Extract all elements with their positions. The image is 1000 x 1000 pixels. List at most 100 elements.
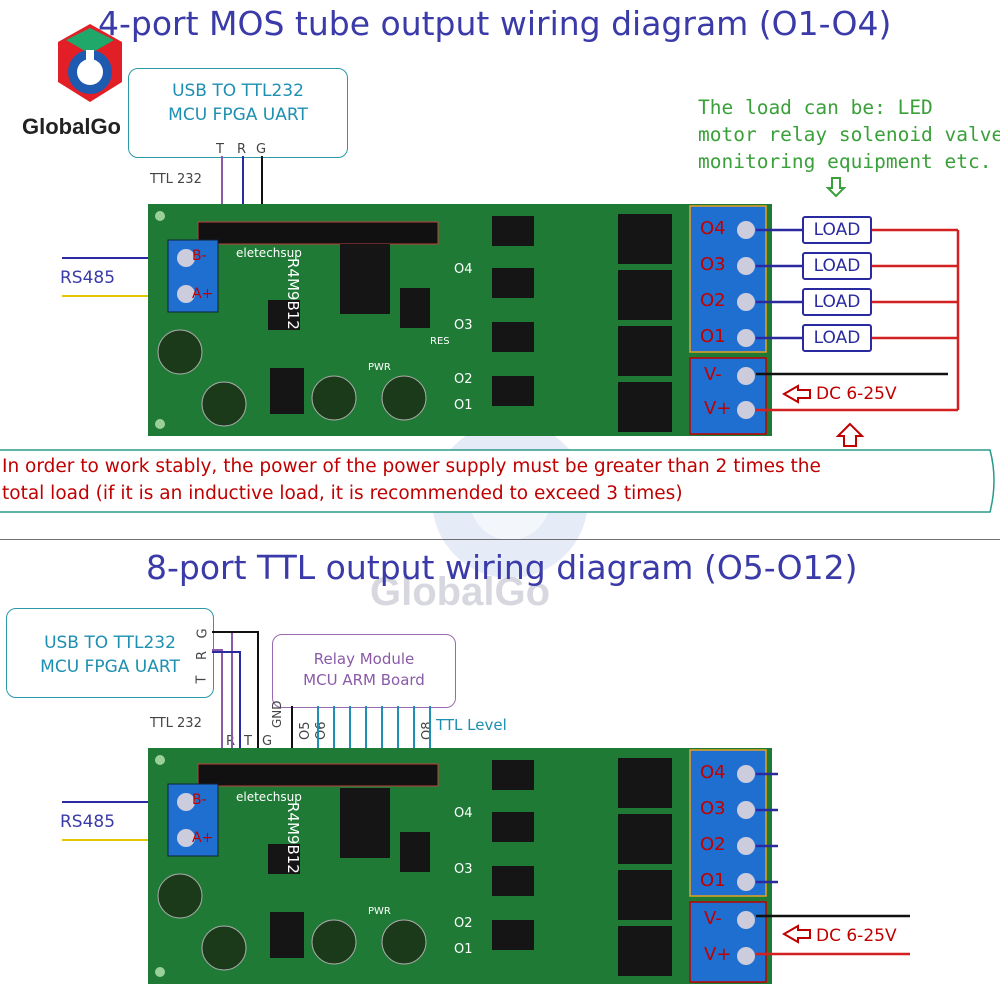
bottom-terminal-vminus: V- <box>704 908 722 929</box>
top-rs485-label: RS485 <box>60 268 116 288</box>
top-rs485-terminal <box>167 239 219 313</box>
bottom-regulator <box>270 912 304 958</box>
top-board-o1: O1 <box>454 398 473 413</box>
top-load-note-line3: monitoring equipment etc. <box>698 150 992 173</box>
top-r-label: R <box>237 142 247 157</box>
bottom-board-o4: O4 <box>454 806 473 821</box>
top-board-o4: O4 <box>454 262 473 277</box>
globalgo-logo-icon <box>58 24 122 102</box>
bottom-ttl-level: TTL Level <box>436 716 507 734</box>
bottom-board-o2: O2 <box>454 916 473 931</box>
top-screw-o2 <box>737 293 755 311</box>
top-load-note: The load can be: LED motor relay solenoi… <box>698 94 1000 175</box>
top-screw-vminus <box>737 367 755 385</box>
top-cap-4 <box>381 375 427 421</box>
bottom-rs485-screw-b <box>177 793 195 811</box>
top-chip-2 <box>400 288 430 328</box>
bottom-rs485-b: B- <box>192 792 207 808</box>
top-load-box-1: LOAD <box>802 216 872 244</box>
bottom-screw-o4 <box>737 765 755 783</box>
bottom-mosfet-3 <box>618 870 672 920</box>
top-load-note-line1: The load can be: LED <box>698 96 933 119</box>
bottom-opto-3 <box>492 866 534 896</box>
top-terminal-o4: O4 <box>700 218 726 239</box>
bottom-chip-2 <box>400 832 430 872</box>
top-cap-1 <box>157 329 203 375</box>
top-dc-arrow-icon <box>781 384 811 404</box>
top-load-note-line2: motor relay solenoid valve <box>698 123 1000 146</box>
bottom-wiring-diagram <box>62 631 910 984</box>
top-chip-3 <box>268 300 300 330</box>
bottom-wire-r <box>212 651 241 754</box>
bottom-rs485-label: RS485 <box>60 812 116 832</box>
top-load-box-4: LOAD <box>802 324 872 352</box>
top-cap-3 <box>311 375 357 421</box>
top-g-label: G <box>256 142 267 157</box>
bottom-pcb-hole <box>155 755 165 765</box>
bottom-terminal-o3: O3 <box>700 798 726 819</box>
bottom-board-brand: eletechsup <box>236 790 302 804</box>
bottom-board-model: R4M9B12 <box>284 802 302 874</box>
bottom-header-pins <box>197 763 439 787</box>
top-board-res: RES <box>430 336 450 347</box>
bottom-cap-1 <box>157 873 203 919</box>
bottom-cap-3 <box>311 919 357 965</box>
bottom-power-terminal <box>689 901 767 983</box>
bottom-terminal-o2: O2 <box>700 834 726 855</box>
top-rs485-screw-a <box>177 285 195 303</box>
globalgo-logo-text: GlobalGo <box>22 114 121 139</box>
top-usb-line2: MCU FPGA UART <box>168 105 308 125</box>
top-terminal-o2: O2 <box>700 290 726 311</box>
bottom-terminal-o1: O1 <box>700 870 726 891</box>
bottom-wire-t2 <box>212 649 223 754</box>
top-cap-2 <box>201 381 247 427</box>
top-screw-o4 <box>737 221 755 239</box>
top-t-label: T <box>216 142 224 157</box>
top-dc-label: DC 6-25V <box>816 384 897 404</box>
top-board-o2: O2 <box>454 372 473 387</box>
top-screw-vplus <box>737 401 755 419</box>
top-usb-line1: USB TO TTL232 <box>172 81 304 101</box>
top-regulator <box>270 368 304 414</box>
top-load-box-3: LOAD <box>802 288 872 316</box>
top-ttl232-label: TTL 232 <box>150 172 202 187</box>
top-power-terminal <box>689 357 767 435</box>
top-pcb-hole <box>155 419 165 429</box>
top-wiring-diagram <box>0 156 1000 540</box>
bottom-opto-2 <box>492 812 534 842</box>
top-terminal-vplus: V+ <box>704 398 732 419</box>
bottom-board-o1: O1 <box>454 942 473 957</box>
bottom-relay-line2: MCU ARM Board <box>303 671 425 689</box>
bottom-cap-2 <box>201 925 247 971</box>
top-opto-2 <box>492 268 534 298</box>
bottom-chip-3 <box>268 844 300 874</box>
top-mosfet-1 <box>618 214 672 264</box>
bottom-cap-4 <box>381 919 427 965</box>
bottom-screw-o2 <box>737 837 755 855</box>
bottom-screw-o1 <box>737 873 755 891</box>
bottom-ttl232-label: TTL 232 <box>150 716 202 731</box>
top-down-arrow-icon <box>825 177 847 198</box>
top-board-model: R4M9B12 <box>284 258 302 330</box>
bottom-rs485-a: A+ <box>192 830 214 846</box>
top-opto-3 <box>492 322 534 352</box>
bottom-r-label: R <box>226 734 236 749</box>
bottom-opto-4 <box>492 920 534 950</box>
bottom-relay-box: Relay Module MCU ARM Board <box>272 634 456 708</box>
top-warning: In order to work stably, the power of th… <box>2 453 821 507</box>
top-warning-bubble <box>0 449 995 513</box>
top-terminal-o3: O3 <box>700 254 726 275</box>
bottom-wire-g <box>212 631 259 754</box>
bottom-board-pwr: PWR <box>368 906 391 917</box>
bottom-screw-vplus <box>737 947 755 965</box>
top-header-pins <box>197 221 439 245</box>
top-warning-line2: total load (if it is an inductive load, … <box>2 483 683 504</box>
bottom-screw-vminus <box>737 911 755 929</box>
bottom-title: 8-port TTL output wiring diagram (O5-O12… <box>146 548 858 587</box>
top-screw-o3 <box>737 257 755 275</box>
watermark-text: GlobalGo <box>370 570 550 614</box>
bottom-mosfet-4 <box>618 926 672 976</box>
bottom-mosfet-1 <box>618 758 672 808</box>
bottom-usb-line2: MCU FPGA UART <box>40 657 180 677</box>
top-up-arrow-icon <box>835 422 865 447</box>
